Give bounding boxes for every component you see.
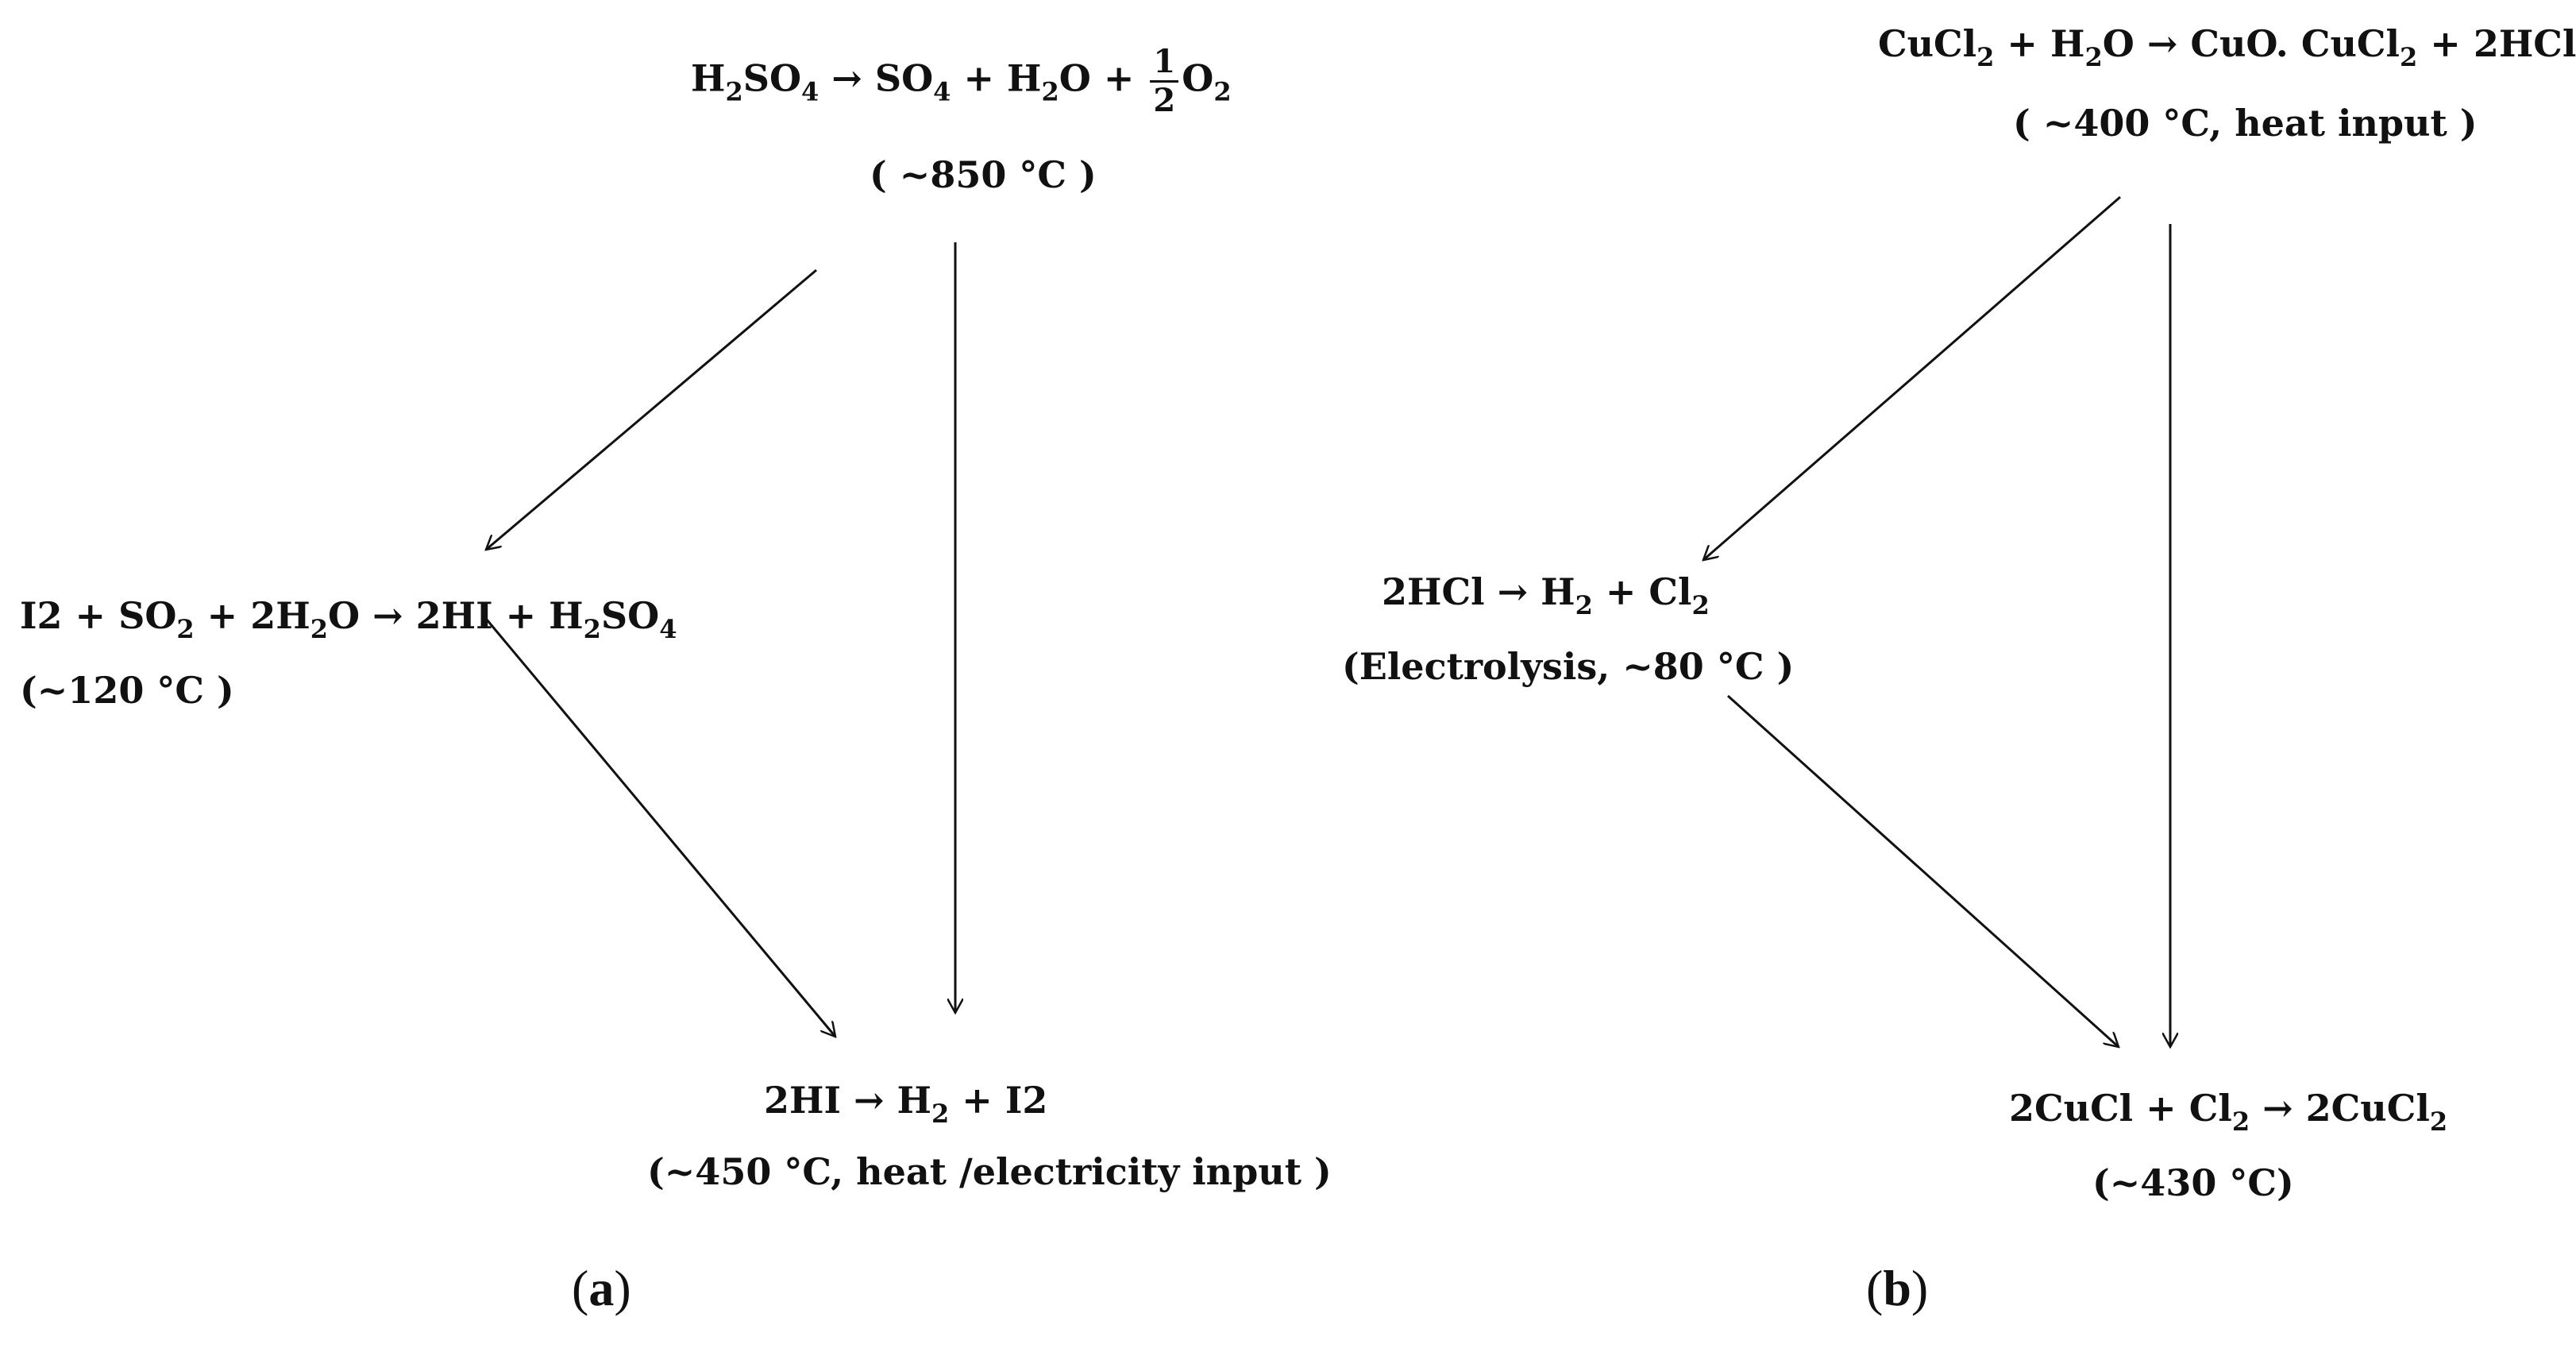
arrow-b-left-to-bottom [1726, 694, 2119, 1047]
condition-400c: ( ~400 °C, heat input ) [2013, 102, 2478, 145]
arrow-a-top-to-left [486, 268, 817, 550]
condition-120c: (~120 °C ) [20, 669, 234, 712]
condition-430c: (~430 °C) [2092, 1161, 2294, 1204]
reaction-cucl-chlorination: 2CuCl + Cl2 → 2CuCl2 [2009, 1087, 2448, 1137]
condition-450c: (~450 °C, heat /electricity input ) [647, 1150, 1332, 1193]
panel-label-a: (a) [572, 1260, 631, 1316]
panel-label-b: (b) [1866, 1260, 1929, 1316]
reaction-hcl-electrolysis: 2HCl → H2 + Cl2 [1382, 570, 1710, 620]
condition-850c: ( ~850 °C ) [870, 153, 1097, 196]
reaction-cucl2-hydrolysis: CuCl2 + H2O → CuO. CuCl2 + 2HCl [1878, 22, 2576, 72]
reaction-hi-decomposition: 2HI → H2 + I2 [764, 1079, 1048, 1129]
reaction-bunsen: I2 + SO2 + 2H2O → 2HI + H2SO4 [20, 594, 677, 644]
arrow-b-top-to-left [1703, 195, 2121, 560]
arrow-a-left-to-bottom [485, 619, 835, 1037]
arrows-layer [0, 195, 2498, 1352]
condition-80c: (Electrolysis, ~80 °C ) [1342, 645, 1795, 688]
